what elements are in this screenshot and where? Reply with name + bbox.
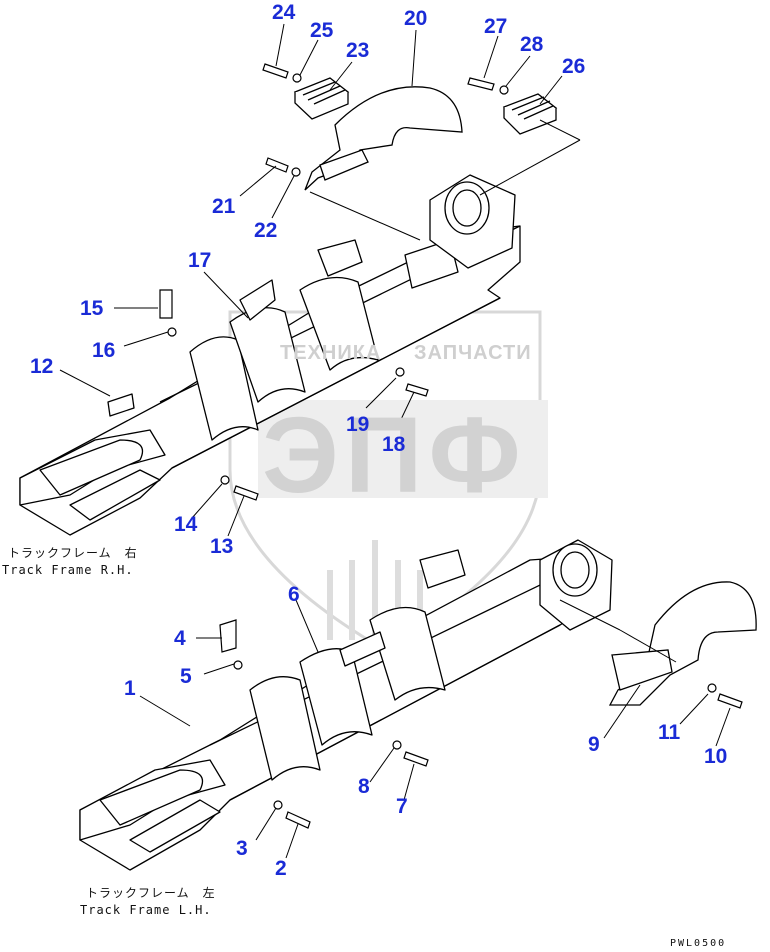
callout-9: 9 xyxy=(588,733,600,756)
callout-7: 7 xyxy=(396,795,408,818)
callout-10: 10 xyxy=(704,745,728,768)
fender-9 xyxy=(608,581,757,706)
watermark-monogram: ЭПФ xyxy=(262,394,527,515)
callout-27: 27 xyxy=(484,15,508,38)
track-frame-rh xyxy=(19,174,521,536)
callout-22: 22 xyxy=(254,219,278,242)
bolts-lower xyxy=(219,619,743,829)
callout-24: 24 xyxy=(272,1,296,24)
callout-14: 14 xyxy=(174,513,198,536)
drawing-code: PWL0500 xyxy=(670,938,727,949)
callout-6: 6 xyxy=(288,583,300,606)
callout-13: 13 xyxy=(210,535,234,558)
callout-5: 5 xyxy=(180,665,192,688)
callout-16: 16 xyxy=(92,339,116,362)
callout-25: 25 xyxy=(310,19,334,42)
callout-15: 15 xyxy=(80,297,104,320)
caption-lh-en: Track Frame L.H. xyxy=(80,903,212,917)
callout-26: 26 xyxy=(562,55,586,78)
callout-28: 28 xyxy=(520,33,544,56)
caption-rh-jp: トラックフレーム 右 xyxy=(8,546,138,560)
callout-2: 2 xyxy=(275,857,287,880)
bolts-upper xyxy=(159,63,509,501)
watermark-right-word: ЗАПЧАСТИ xyxy=(414,342,532,364)
fender-20 xyxy=(304,86,463,191)
callout-11: 11 xyxy=(658,721,681,744)
callout-4: 4 xyxy=(174,627,186,650)
caption-lh-jp: トラックフレーム 左 xyxy=(86,886,216,900)
callout-18: 18 xyxy=(382,433,406,456)
callout-8: 8 xyxy=(358,775,370,798)
pads-upper xyxy=(293,77,558,135)
caption-rh-en: Track Frame R.H. xyxy=(2,563,134,577)
callout-20: 20 xyxy=(404,7,428,30)
callout-12: 12 xyxy=(30,355,54,378)
callout-1: 1 xyxy=(124,677,136,700)
track-frame-lh xyxy=(79,539,613,871)
callout-23: 23 xyxy=(346,39,370,62)
callout-3: 3 xyxy=(236,837,248,860)
leader-lines xyxy=(59,23,731,859)
callout-21: 21 xyxy=(212,195,236,218)
callout-19: 19 xyxy=(346,413,370,436)
watermark-left-word: ТЕХНИКА xyxy=(280,342,382,364)
callout-17: 17 xyxy=(188,249,212,272)
